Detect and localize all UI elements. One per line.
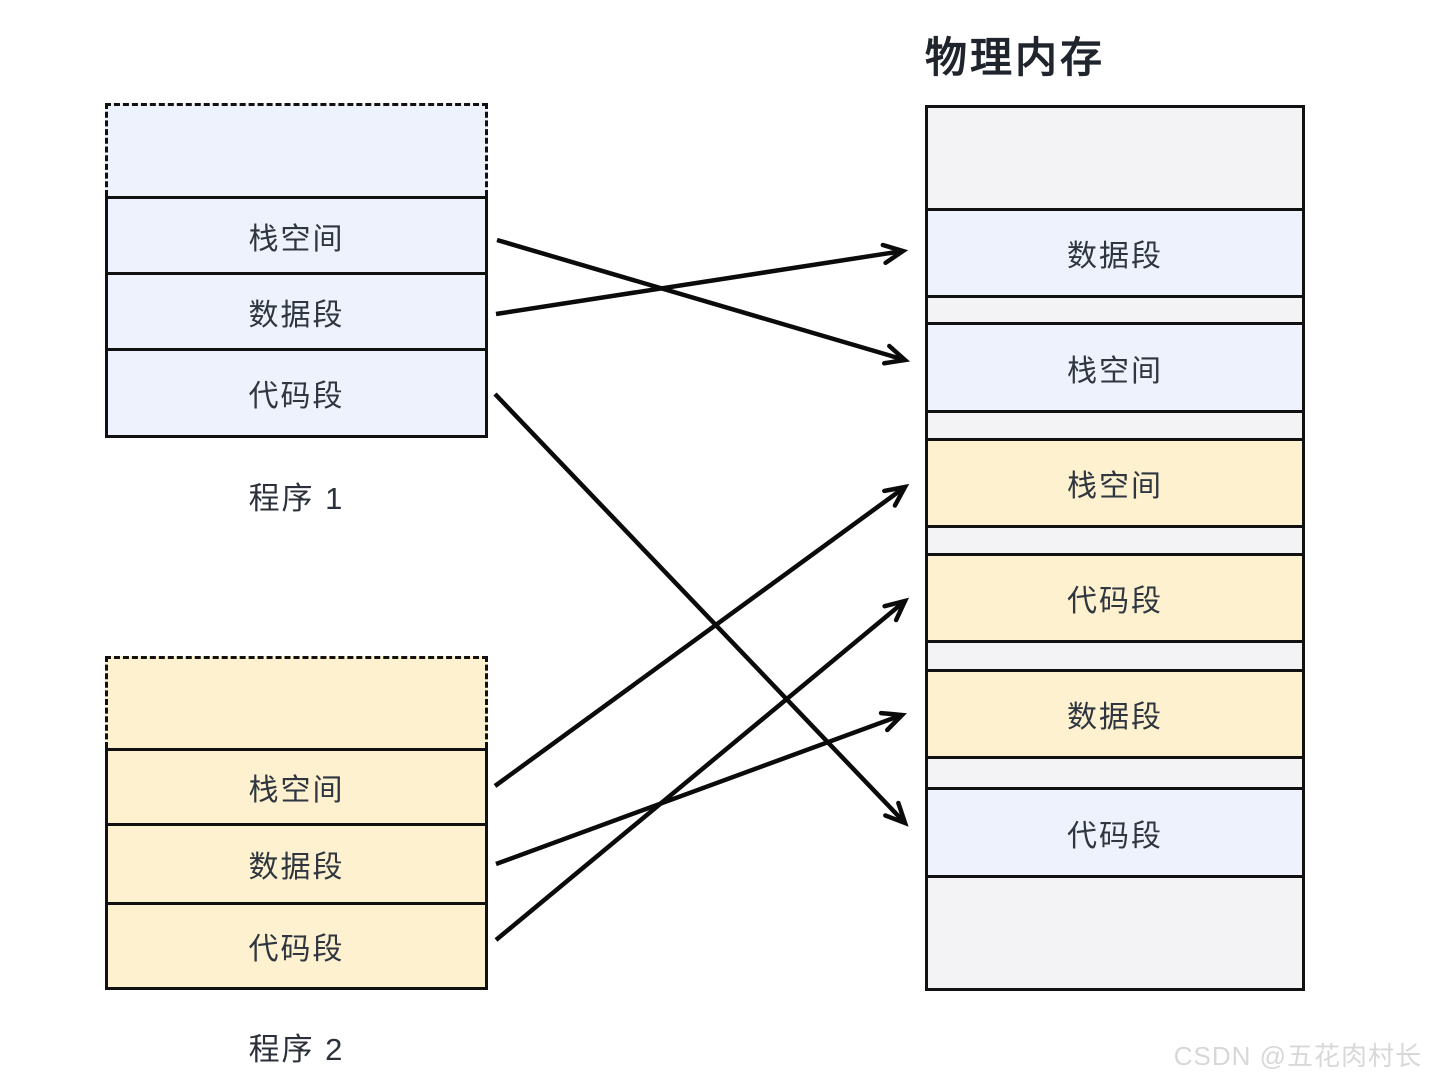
physical-row-free [925,105,1305,211]
physical-row-stack-p2: 栈空间 [925,438,1305,528]
arrow-p1-stack [496,237,911,366]
physical-row-data-p1: 数据段 [925,208,1305,298]
csdn-watermark: CSDN @五花肉村长 [1173,1041,1422,1071]
arrow-p2-data [495,710,907,867]
program2-free-top-box [105,656,488,748]
physical-row-data-p2: 数据段 [925,669,1305,759]
physical-row-free [925,875,1305,991]
program1-stack-segment: 栈空间 [105,196,488,275]
physical-row-free [925,525,1305,556]
program1-code-segment: 代码段 [105,348,488,438]
physical-memory-column: 数据段 栈空间 栈空间 代码段 数据段 代码段 [925,105,1305,991]
program2-column: 栈空间 数据段 代码段 [105,656,488,990]
physical-row-free [925,295,1305,325]
program1-label: 程序 1 [248,481,345,516]
program1-column: 栈空间 数据段 代码段 [105,103,488,438]
program2-data-segment: 数据段 [105,823,488,905]
program2-code-segment: 代码段 [105,902,488,990]
physical-row-free [925,640,1305,672]
program2-label: 程序 2 [248,1032,345,1067]
physical-row-code-p2: 代码段 [925,553,1305,643]
physical-row-code-p1: 代码段 [925,787,1305,878]
physical-row-free [925,756,1305,790]
physical-row-free [925,410,1305,441]
program2-stack-segment: 栈空间 [105,748,488,826]
physical-memory-title: 物理内存 [925,34,1106,81]
program1-data-segment: 数据段 [105,272,488,351]
arrow-p2-stack [493,483,910,788]
arrow-p1-data [495,242,909,317]
physical-row-stack-p1: 栈空间 [925,322,1305,413]
arrow-p1-code [493,392,909,827]
arrow-p2-code [494,597,910,942]
program1-free-top-box [105,103,488,196]
